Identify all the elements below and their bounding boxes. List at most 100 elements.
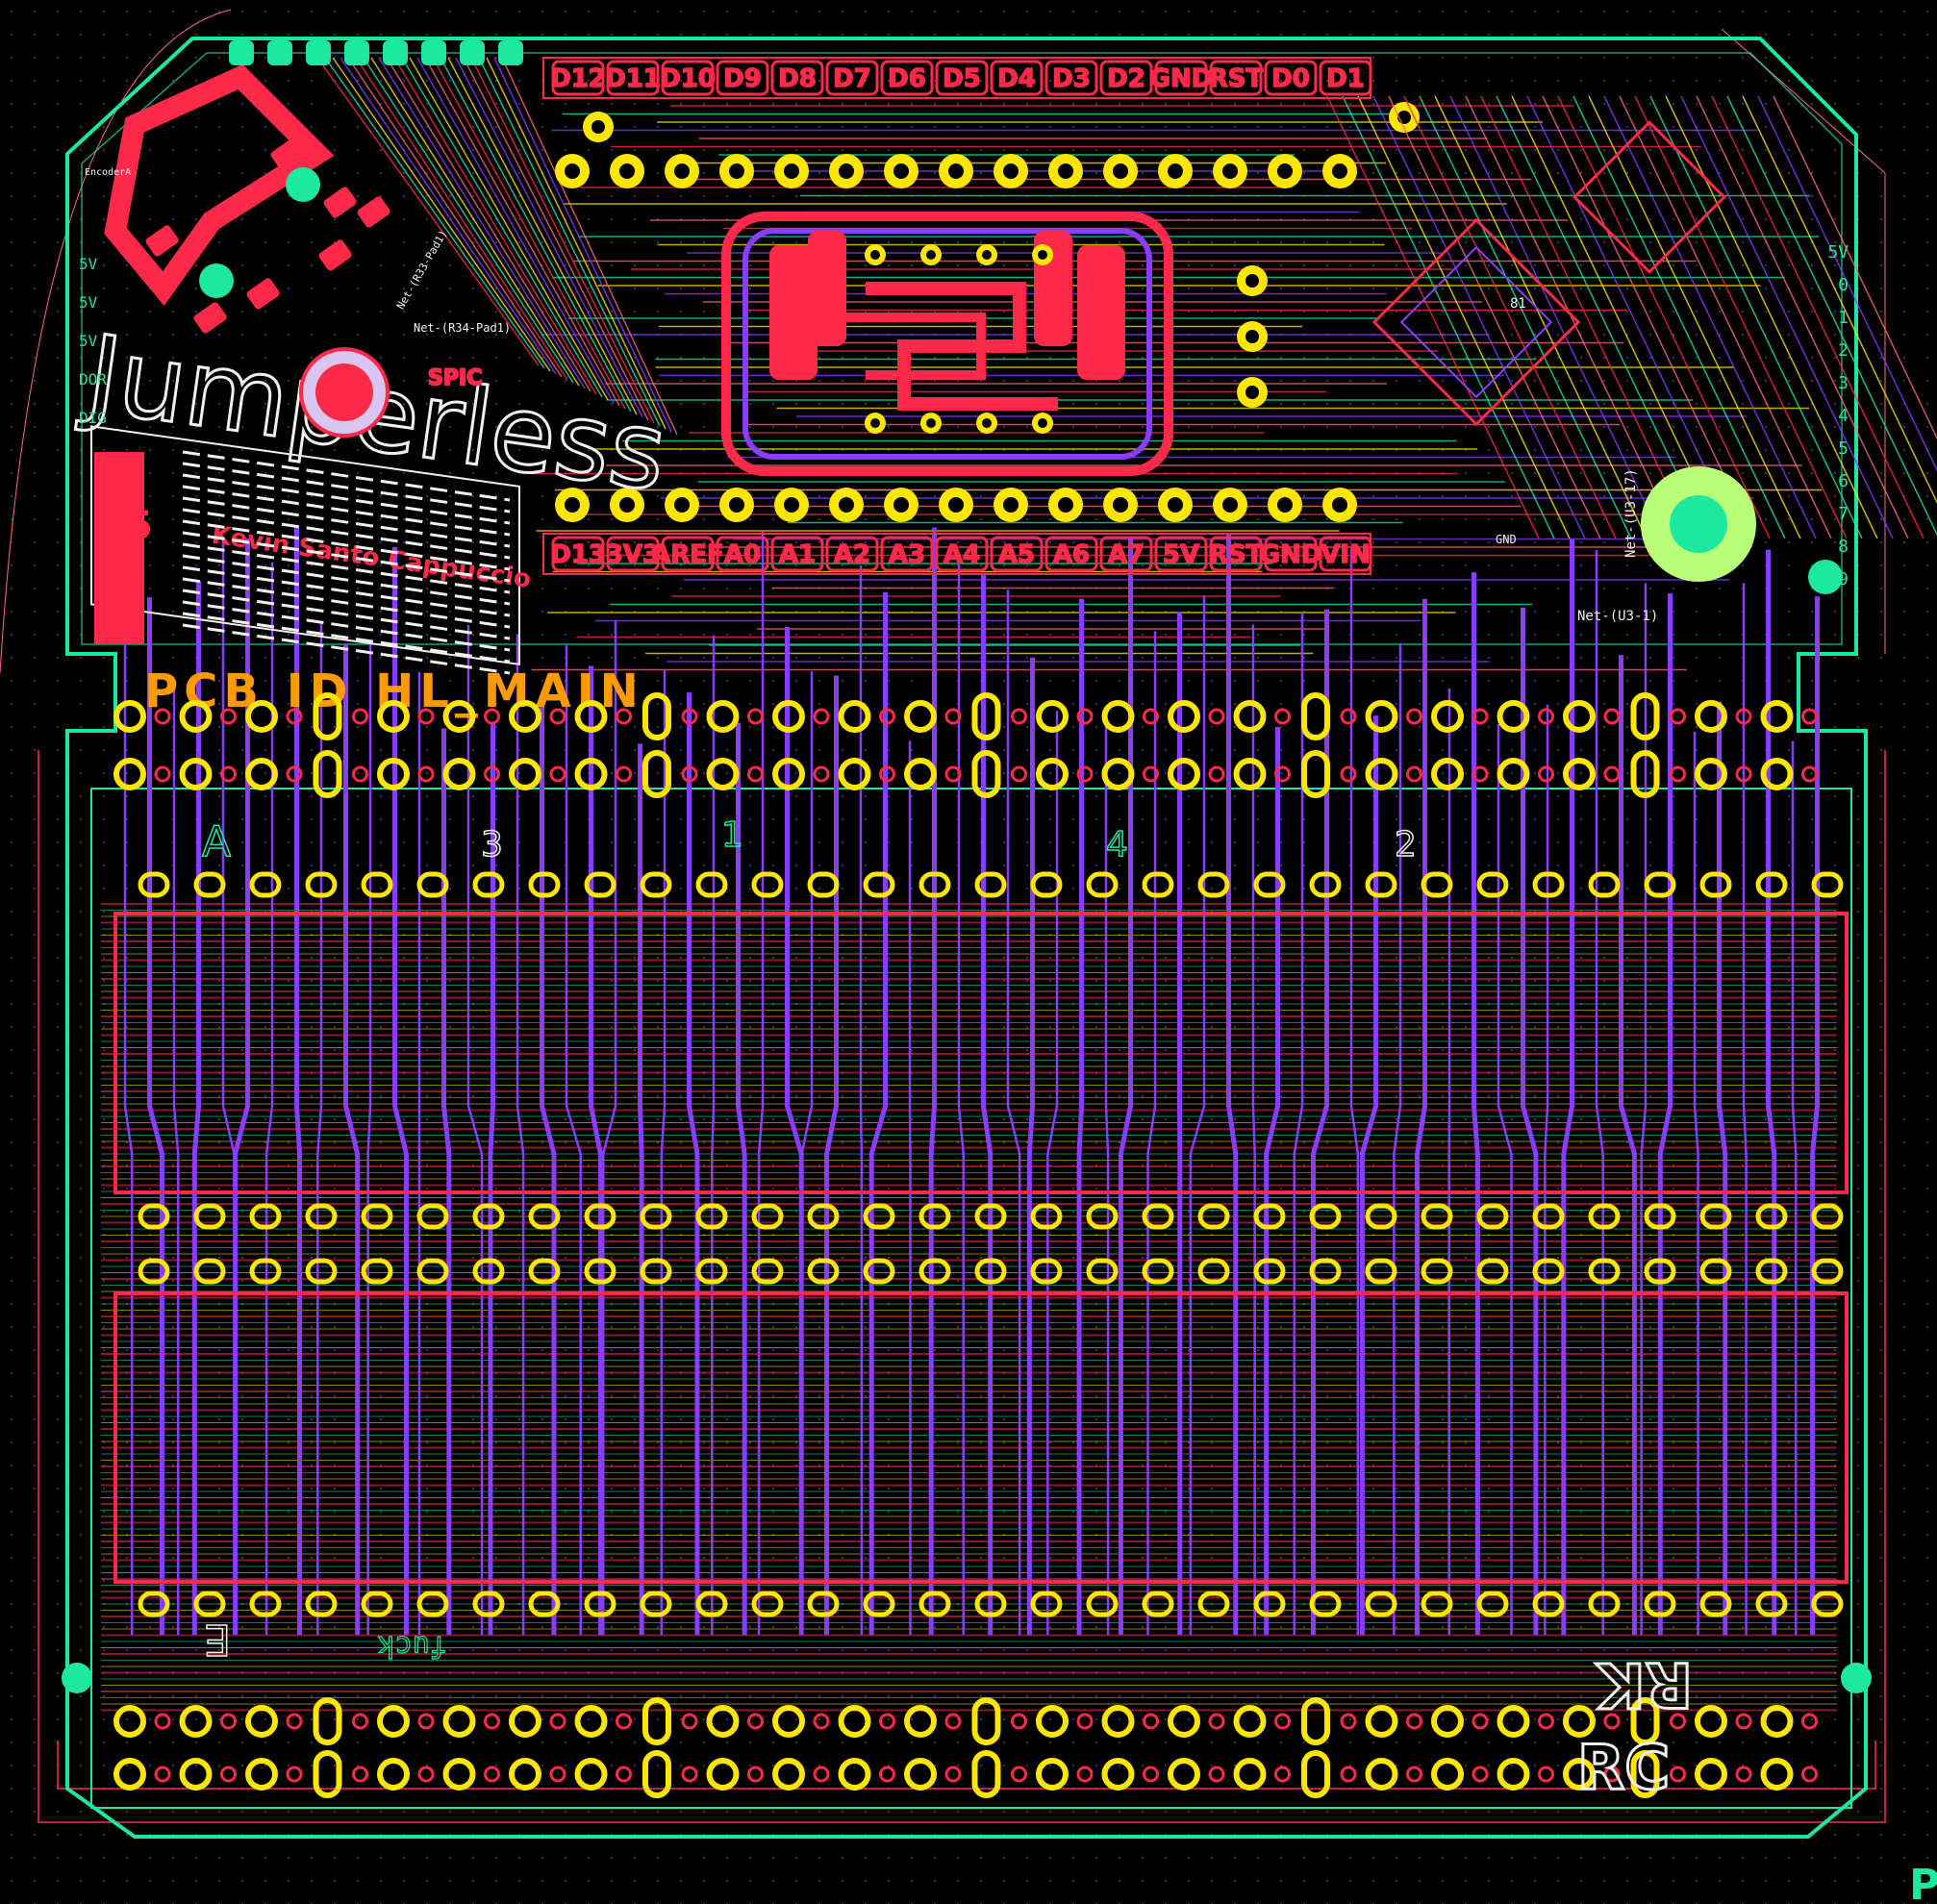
breadboard-hole[interactable] [1086,871,1119,898]
rail-hole[interactable] [838,758,871,790]
breadboard-hole[interactable] [1699,1203,1732,1230]
breadboard-hole[interactable] [249,1203,282,1230]
breadboard-hole[interactable] [807,871,840,898]
breadboard-hole[interactable] [1532,1258,1565,1285]
breadboard-hole[interactable] [751,1258,784,1285]
rail-hole[interactable] [509,1705,541,1738]
breadboard-hole[interactable] [695,871,728,898]
rail-hole[interactable] [1233,758,1267,790]
breadboard-hole[interactable] [1644,1258,1676,1285]
rail-hole[interactable] [772,1758,805,1791]
rail-hole[interactable] [838,1705,871,1738]
rail-hole[interactable] [1365,1705,1398,1738]
breadboard-hole[interactable] [249,1591,282,1617]
rail-hole[interactable] [1365,1758,1398,1791]
rail-hole[interactable] [1497,1758,1530,1791]
breadboard-hole[interactable] [1588,871,1621,898]
rail-hole[interactable] [1760,1758,1794,1791]
breadboard-hole[interactable] [416,1203,449,1230]
rail-hole[interactable] [1760,758,1794,790]
rail-hole[interactable] [1497,700,1530,733]
breadboard-hole[interactable] [1811,1258,1844,1285]
breadboard-hole[interactable] [1755,1591,1788,1617]
breadboard-hole[interactable] [193,1258,226,1285]
breadboard-hole[interactable] [1588,1591,1621,1617]
breadboard-hole[interactable] [528,871,561,898]
rail-hole[interactable] [772,758,805,790]
rail-hole[interactable] [838,700,871,733]
breadboard-hole[interactable] [974,1203,1007,1230]
connector-pin[interactable] [267,40,292,65]
breadboard-hole[interactable] [193,1591,226,1617]
breadboard-hole[interactable] [863,1591,895,1617]
breadboard-hole[interactable] [1755,1203,1788,1230]
rail-hole[interactable] [838,1758,871,1791]
connector-pin[interactable] [383,40,408,65]
breadboard-hole[interactable] [305,1258,338,1285]
breadboard-hole[interactable] [1030,1591,1063,1617]
rail-hole[interactable] [1563,700,1596,733]
breadboard-hole[interactable] [1030,1258,1063,1285]
rail-hole[interactable] [1233,700,1267,733]
breadboard-hole[interactable] [1142,1258,1174,1285]
breadboard-hole[interactable] [472,1258,505,1285]
rail-hole[interactable] [1431,700,1464,733]
breadboard-hole[interactable] [918,1258,951,1285]
rail-hole[interactable] [642,1750,671,1798]
breadboard-hole[interactable] [1253,1591,1286,1617]
breadboard-hole[interactable] [1811,1203,1844,1230]
breadboard-hole[interactable] [1699,871,1732,898]
breadboard-hole[interactable] [1253,871,1286,898]
breadboard-hole[interactable] [305,1591,338,1617]
breadboard-hole[interactable] [1588,1258,1621,1285]
rail-hole[interactable] [904,1705,937,1738]
breadboard-hole[interactable] [1086,1258,1119,1285]
breadboard-hole[interactable] [1309,1591,1342,1617]
rail-hole[interactable] [313,1750,342,1798]
rail-hole[interactable] [442,758,476,790]
breadboard-hole[interactable] [1253,1203,1286,1230]
breadboard-hole[interactable] [1197,1591,1230,1617]
breadboard-hole[interactable] [584,1258,616,1285]
rail-hole[interactable] [1760,700,1794,733]
breadboard-hole[interactable] [751,871,784,898]
rail-hole[interactable] [313,692,342,740]
connector-pin[interactable] [344,40,369,65]
breadboard-hole[interactable] [1532,871,1565,898]
rail-hole[interactable] [179,700,213,733]
breadboard-hole[interactable] [305,1203,338,1230]
breadboard-hole[interactable] [1644,1591,1676,1617]
rail-hole[interactable] [113,1705,146,1738]
breadboard-hole[interactable] [863,871,895,898]
breadboard-hole[interactable] [807,1591,840,1617]
rail-hole[interactable] [1365,700,1398,733]
breadboard-hole[interactable] [974,871,1007,898]
rail-hole[interactable] [1101,700,1135,733]
breadboard-hole[interactable] [584,1203,616,1230]
breadboard-hole[interactable] [695,1591,728,1617]
breadboard-hole[interactable] [640,1203,672,1230]
breadboard-hole[interactable] [640,1591,672,1617]
breadboard-hole[interactable] [1421,871,1453,898]
rail-hole[interactable] [1168,758,1200,790]
connector-pin[interactable] [306,40,331,65]
rail-hole[interactable] [1301,750,1330,798]
rail-hole[interactable] [642,750,671,798]
breadboard-hole[interactable] [528,1258,561,1285]
connector-pin[interactable] [498,40,523,65]
mcu-chip-right[interactable] [1371,120,1726,427]
rail-hole[interactable] [1630,1697,1660,1745]
breadboard-hole[interactable] [1755,871,1788,898]
rail-hole[interactable] [245,1705,278,1738]
rail-hole[interactable] [1695,1705,1727,1738]
breadboard-hole[interactable] [640,1258,672,1285]
breadboard-hole[interactable] [1197,1258,1230,1285]
rail-hole[interactable] [1630,750,1660,798]
rail-hole[interactable] [377,1705,410,1738]
rail-hole[interactable] [772,1705,805,1738]
rail-hole[interactable] [1695,700,1727,733]
breadboard-hole[interactable] [138,871,170,898]
breadboard-hole[interactable] [1811,1591,1844,1617]
rail-hole[interactable] [1695,1758,1727,1791]
center-chip-footprint[interactable] [721,212,1173,476]
